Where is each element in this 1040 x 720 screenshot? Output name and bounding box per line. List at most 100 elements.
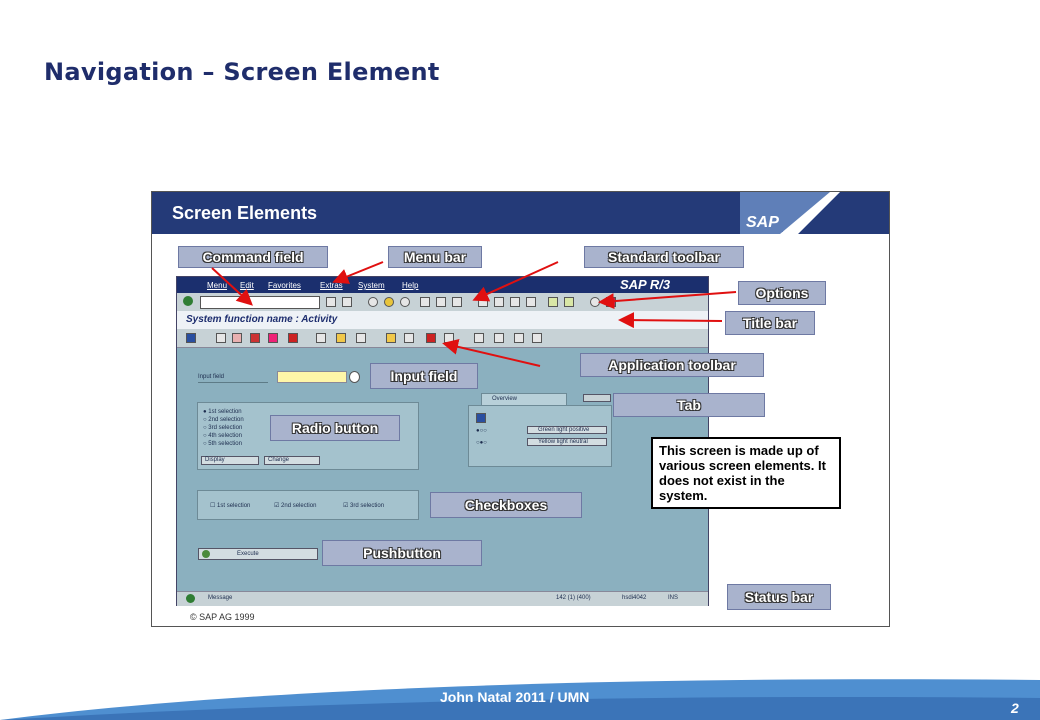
print-icon[interactable] (420, 297, 430, 307)
execute-icon (202, 550, 210, 558)
status-mode: INS (668, 595, 679, 601)
app-toolbar-icon-9[interactable] (356, 333, 366, 343)
arrow-application-toolbar (442, 338, 541, 367)
arrow-command-field (211, 267, 253, 306)
radio-option-2[interactable]: ○ 2nd selection (203, 417, 244, 423)
checkbox-label-3: 3rd selection (350, 503, 385, 509)
menu-item-favorites[interactable]: Favorites (268, 281, 301, 290)
input-field-label: Input field (198, 374, 225, 380)
app-toolbar-icon-7[interactable] (316, 333, 326, 343)
arrow-title-bar (618, 312, 723, 329)
callout-options: Options (738, 281, 826, 305)
app-toolbar-icon-10[interactable] (386, 333, 396, 343)
tab-panel-icon[interactable] (476, 413, 486, 423)
app-toolbar-icon-1[interactable] (186, 333, 196, 343)
checkbox-1[interactable]: ☐ 1st selection (210, 503, 251, 509)
tab-scroll-buttons[interactable] (583, 394, 611, 402)
status-icon (186, 594, 195, 603)
sap-logo: SAP (742, 214, 783, 232)
last-page-icon[interactable] (526, 297, 536, 307)
checkbox-3[interactable]: ☑ 3rd selection (343, 503, 385, 509)
status-server: hsdi4042 (622, 595, 647, 601)
menu-item-menu[interactable]: Menu (207, 281, 228, 290)
page-number: 2 (1011, 700, 1019, 716)
previous-page-icon[interactable] (494, 297, 504, 307)
arrow-standard-toolbar (472, 261, 559, 302)
menu-item-system[interactable]: System (358, 281, 385, 290)
callout-command-field: Command field (178, 246, 328, 268)
find-next-icon[interactable] (452, 297, 462, 307)
menu-item-edit[interactable]: Edit (240, 281, 254, 290)
radio-label-4: 4th selection (208, 433, 242, 439)
radio-option-1[interactable]: ● 1st selection (203, 409, 242, 415)
callout-title-bar: Title bar (725, 311, 815, 335)
callout-status-bar: Status bar (727, 584, 831, 610)
menu-item-extras[interactable]: Extras (320, 281, 343, 290)
input-field[interactable] (277, 371, 347, 383)
radio-option-5[interactable]: ○ 5th selection (203, 441, 242, 447)
arrow-menu-bar (332, 261, 384, 284)
menu-bar (177, 277, 708, 293)
status-bar (177, 591, 708, 606)
display-button[interactable]: Display (201, 456, 259, 465)
traffic-light-green-icon: ●○○ (476, 428, 487, 434)
search-help-icon[interactable] (349, 371, 360, 383)
radio-label-1: 1st selection (208, 409, 242, 415)
callout-standard-toolbar: Standard toolbar (584, 246, 744, 268)
exit-icon[interactable] (368, 297, 378, 307)
tab-panel (468, 405, 612, 467)
radio-option-4[interactable]: ○ 4th selection (203, 433, 242, 439)
sap-r3-logo: SAP R/3 (620, 277, 671, 292)
app-toolbar-icon-17[interactable] (532, 333, 542, 343)
callout-radio-button: Radio button (270, 415, 400, 441)
shortcut-icon[interactable] (564, 297, 574, 307)
find-icon[interactable] (436, 297, 446, 307)
input-label-underline (198, 382, 268, 383)
callout-checkboxes: Checkboxes (430, 492, 582, 518)
radio-label-3: 3rd selection (208, 425, 243, 431)
command-field[interactable] (200, 296, 320, 309)
callout-pushbutton: Pushbutton (322, 540, 482, 566)
screen-title: System function name : Activity (186, 314, 338, 325)
callout-menu-bar: Menu bar (388, 246, 482, 268)
back-icon[interactable] (342, 297, 352, 307)
stop-icon[interactable] (400, 297, 410, 307)
app-toolbar-icon-8[interactable] (336, 333, 346, 343)
execute-button[interactable]: Execute (198, 548, 318, 560)
status-session: 142 (1) (400) (556, 595, 591, 601)
footer-wave (0, 679, 1040, 720)
app-toolbar-icon-4[interactable] (250, 333, 260, 343)
traffic-row-yellow[interactable]: Yellow light neutral (527, 438, 607, 446)
footer-text: John Natal 2011 / UMN (440, 689, 590, 705)
radio-label-2: 2nd selection (208, 417, 244, 423)
app-toolbar-icon-5[interactable] (268, 333, 278, 343)
callout-application-toolbar: Application toolbar (580, 353, 764, 377)
app-toolbar-icon-12[interactable] (426, 333, 436, 343)
new-session-icon[interactable] (548, 297, 558, 307)
app-toolbar-icon-3[interactable] (232, 333, 242, 343)
change-button[interactable]: Change (264, 456, 320, 465)
enter-icon[interactable] (183, 296, 193, 306)
menu-item-help[interactable]: Help (402, 281, 419, 290)
tab-overview[interactable]: Overview (481, 393, 567, 405)
copyright-text: © SAP AG 1999 (190, 612, 255, 622)
next-page-icon[interactable] (510, 297, 520, 307)
note-box: This screen is made up of various screen… (651, 437, 841, 509)
arrow-options (598, 291, 737, 310)
radio-label-5: 5th selection (208, 441, 242, 447)
app-toolbar-icon-14[interactable] (474, 333, 484, 343)
app-toolbar-icon-6[interactable] (288, 333, 298, 343)
cancel-icon[interactable] (384, 297, 394, 307)
traffic-row-green[interactable]: Green light positive (527, 426, 607, 434)
checkbox-panel (197, 490, 419, 520)
checkbox-label-1: 1st selection (217, 503, 251, 509)
app-toolbar-icon-16[interactable] (514, 333, 524, 343)
status-message: Message (208, 595, 233, 601)
checkbox-2[interactable]: ☑ 2nd selection (274, 503, 317, 509)
save-icon[interactable] (326, 297, 336, 307)
app-toolbar-icon-11[interactable] (404, 333, 414, 343)
app-toolbar-icon-2[interactable] (216, 333, 226, 343)
radio-option-3[interactable]: ○ 3rd selection (203, 425, 243, 431)
app-toolbar-icon-15[interactable] (494, 333, 504, 343)
